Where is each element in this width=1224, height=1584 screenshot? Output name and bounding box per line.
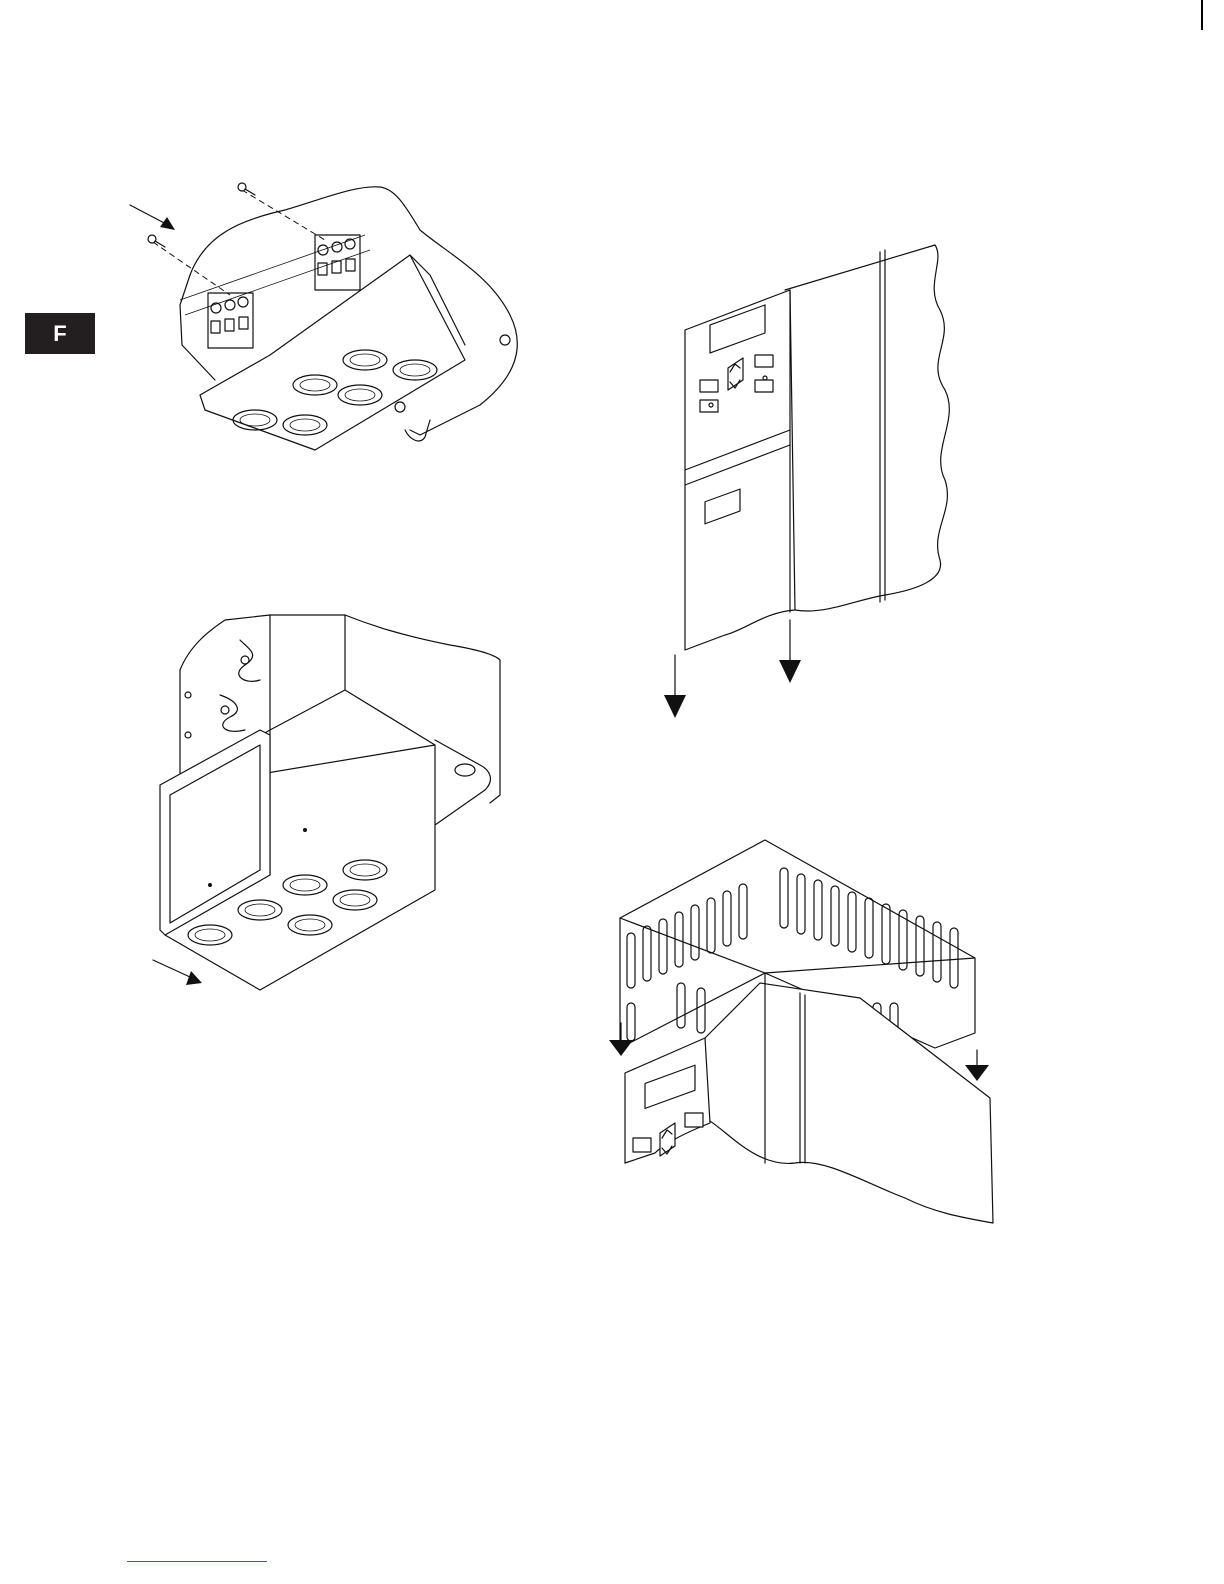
figure-front-panel-slide-down <box>655 240 975 725</box>
figure-top-vent-cover-fit <box>605 838 1000 1228</box>
figure-terminal-box-attach <box>150 605 510 995</box>
figure-terminal-cover-screws <box>120 175 540 465</box>
section-tab: F <box>25 313 95 354</box>
top-edge-rule <box>1201 0 1203 30</box>
footer-rule <box>127 1561 267 1562</box>
section-tab-label: F <box>53 321 66 347</box>
